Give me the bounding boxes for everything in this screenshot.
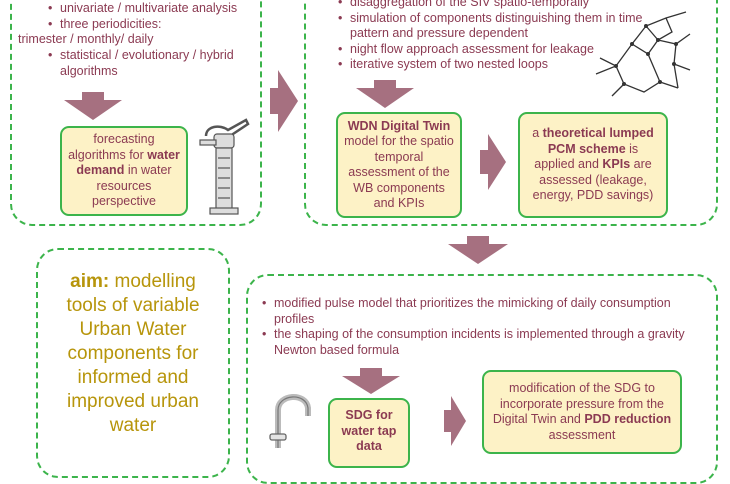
down-arrow-1 [64,92,122,120]
bullet-algorithms: statistical / evolutionary / hybrid algo… [48,48,258,79]
bullet-disaggregation: disaggregation of the SIV spatio-tempora… [338,0,668,11]
bullet-periodicities: three periodicities: [48,17,258,33]
down-arrow-4 [342,368,400,394]
down-arrow-2 [356,80,414,108]
water-pump-icon [199,118,250,215]
bullet-simulation: simulation of components distinguishing … [338,11,668,42]
sdg-bullets: modified pulse model that prioritizes th… [262,296,702,358]
down-arrow-3 [448,236,508,264]
right-arrow-1 [270,70,298,132]
forecasting-bullets-2: statistical / evolutionary / hybrid algo… [48,48,258,79]
right-arrow-3 [444,396,466,446]
water-tap-icon [269,394,311,448]
bullet-night-flow: night flow approach assessment for leaka… [338,42,668,58]
bullet-univariate: univariate / multivariate analysis [48,1,258,17]
bullet-iterative: iterative system of two nested loops [338,57,668,73]
forecasting-bullets: univariate / multivariate analysis three… [48,1,258,32]
bullet-gravity-newton: the shaping of the consumption incidents… [262,327,702,358]
digital-twin-panel [304,0,718,226]
bullet-pulse-model: modified pulse model that prioritizes th… [262,296,702,327]
forecasting-panel [10,0,262,226]
water-demand-box: forecasting algorithms for water demand … [60,126,188,216]
sdg-water-tap-box: SDG for water tap data [328,398,410,468]
network-graph-icon [595,11,691,97]
periodicities-line: trimester / monthly/ daily [18,32,154,46]
pcm-scheme-box: a theoretical lumped PCM scheme is appli… [518,112,668,218]
digital-twin-bullets: disaggregation of the SIV spatio-tempora… [338,0,668,73]
right-arrow-2 [480,134,506,190]
pdd-reduction-box: modification of the SDG to incorporate p… [482,370,682,454]
aim-statement: aim: modelling tools of variable Urban W… [66,271,200,436]
